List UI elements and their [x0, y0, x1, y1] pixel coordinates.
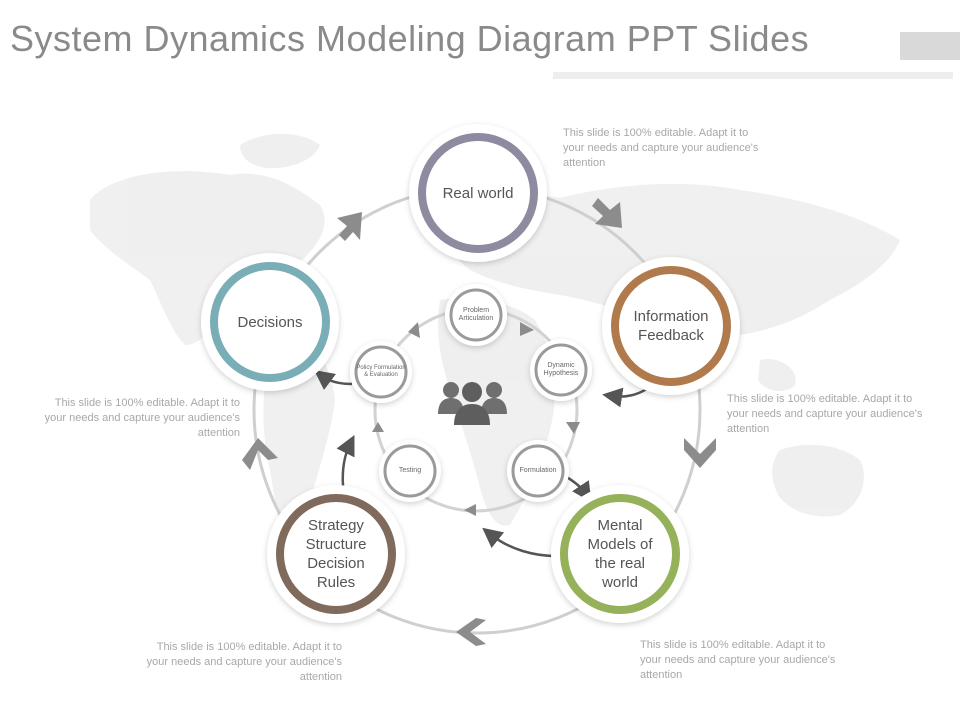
note-top-right: This slide is 100% editable. Adapt it to… [563, 127, 759, 169]
inner-node-policy-formulation [350, 341, 412, 403]
inner-label-problem-articulation: Problem Articulation [458, 307, 494, 322]
node-real-world [409, 124, 547, 262]
inner-node-dynamic-hypothesis [530, 339, 592, 401]
chevron-arrow-icon [408, 322, 420, 338]
inner-node-testing [379, 440, 441, 502]
chevron-arrow-icon [684, 438, 716, 468]
node-label-decisions: Decisions [237, 313, 303, 331]
node-label-mental-models: Mental Models of the real world [587, 517, 653, 591]
note-bottom-right: This slide is 100% editable. Adapt it to… [640, 639, 836, 681]
arrow-icon [313, 370, 353, 390]
note-left: This slide is 100% editable. Adapt it to… [44, 397, 240, 439]
inner-node-problem-articulation [445, 284, 507, 346]
title-accent-box [900, 32, 960, 60]
node-label-real-world: Real world [442, 184, 514, 202]
chevron-arrow-icon [592, 198, 622, 228]
chevron-arrow-icon [242, 438, 278, 470]
arrow-icon [602, 386, 649, 408]
page-title: System Dynamics Modeling Diagram PPT Sli… [10, 18, 810, 59]
inner-node-formulation [507, 440, 569, 502]
node-decisions [201, 253, 339, 391]
note-right: This slide is 100% editable. Adapt it to… [727, 393, 923, 435]
inner-label-policy-formulation: Policy Formulation & Evaluation [356, 365, 406, 378]
node-mental-models [551, 485, 689, 623]
node-strategy-structure [267, 485, 405, 623]
people-group-icon [438, 382, 507, 425]
title-divider [553, 72, 953, 79]
arrow-icon [564, 474, 592, 503]
node-information-feedback [602, 257, 740, 395]
chevron-arrow-icon [520, 322, 534, 336]
chevron-arrow-icon [456, 618, 486, 646]
note-bottom-left: This slide is 100% editable. Adapt it to… [146, 641, 342, 683]
chevron-arrow-icon [337, 212, 362, 241]
chevron-arrow-icon [566, 422, 580, 434]
chevron-arrow-icon [464, 504, 476, 516]
inner-label-testing: Testing [398, 467, 422, 474]
inner-label-formulation: Formulation [519, 467, 557, 474]
node-label-information-feedback: Information Feedback [633, 308, 709, 344]
chevron-arrow-icon [372, 422, 384, 432]
arrow-icon [482, 527, 557, 558]
node-label-strategy-structure: Strategy Structure Decision Rules [305, 517, 367, 591]
arrow-icon [336, 435, 355, 487]
inner-label-dynamic-hypothesis: Dynamic Hypothesis [543, 362, 579, 377]
